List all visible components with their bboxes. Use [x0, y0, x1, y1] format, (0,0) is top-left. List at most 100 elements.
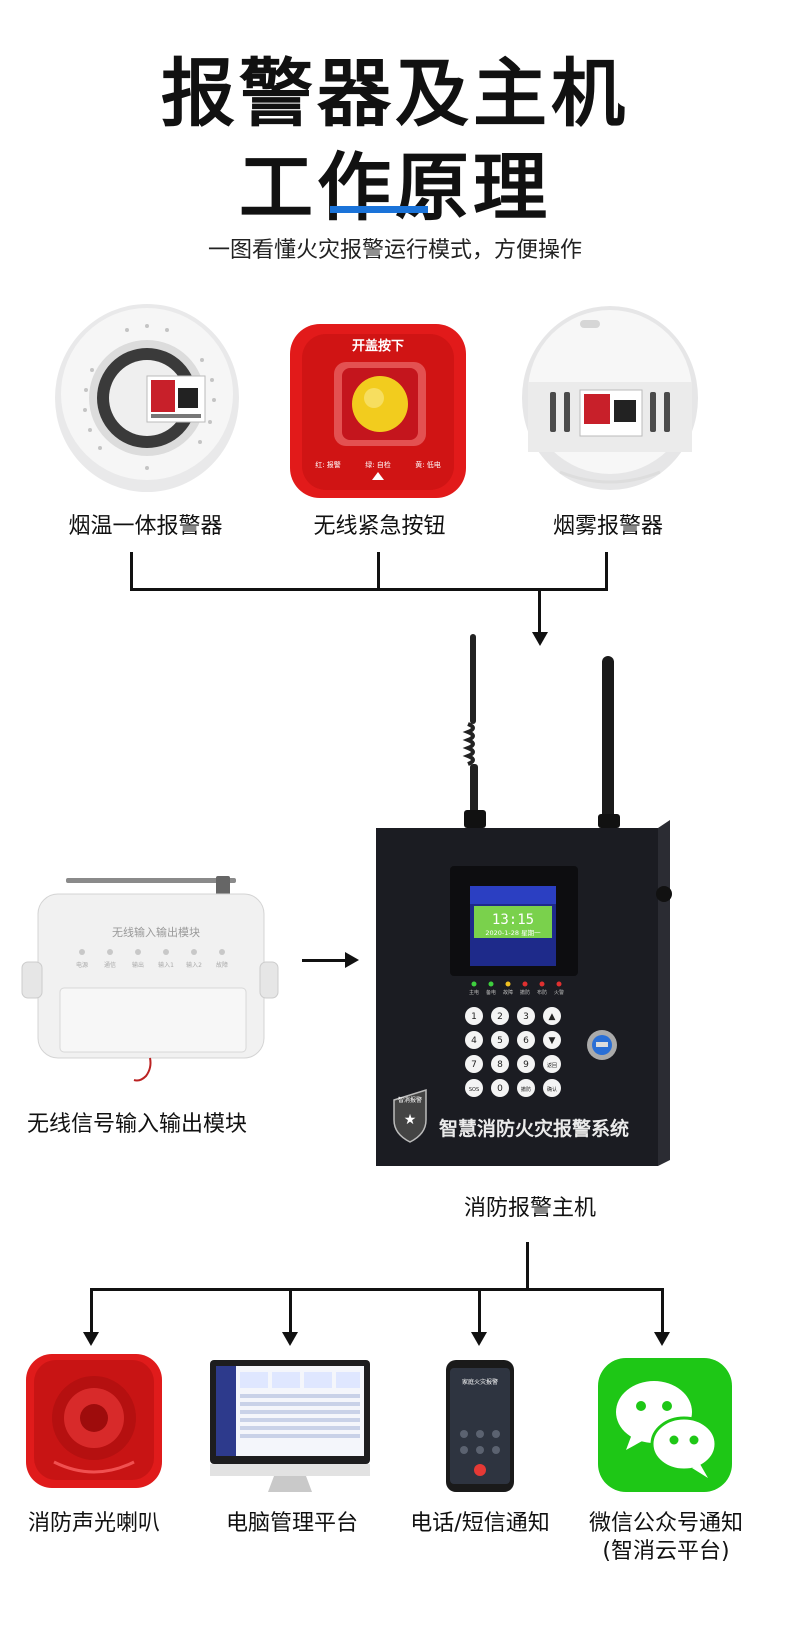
status-light: [522, 981, 528, 987]
connector-to-wechat: [661, 1288, 664, 1332]
keypad-key-label: 4: [471, 1036, 477, 1046]
keypad-key-label: SOS: [469, 1087, 479, 1093]
screen-time: 13:15: [492, 912, 534, 928]
connector-left-vertical: [130, 552, 133, 590]
connector-host-down: [526, 1242, 529, 1290]
keypad-key[interactable]: [465, 1031, 483, 1049]
keypad-key-label: 1: [471, 1012, 477, 1022]
keypad-key[interactable]: [517, 1007, 535, 1025]
keypad-key[interactable]: [517, 1079, 535, 1097]
io-led-label: 电源: [76, 961, 88, 969]
phone-image: 家庭火灾报警: [446, 1360, 514, 1492]
io-led: [219, 949, 225, 955]
status-light-label: 备电: [486, 989, 496, 996]
arrow-right-to-host: [345, 952, 359, 968]
keypad-key[interactable]: [543, 1031, 561, 1049]
keypad-key[interactable]: [543, 1055, 561, 1073]
status-light: [471, 981, 477, 987]
smoke-temp-detector-image: [55, 304, 239, 492]
page-title-line2: 工作原理: [239, 145, 551, 231]
status-light: [505, 981, 511, 987]
emergency-button-label: 无线紧急按钮: [313, 514, 446, 539]
connector-bottom-horizontal: [90, 1288, 664, 1291]
phone-label: 电话/短信通知: [410, 1511, 550, 1536]
smoke-detector-label: 烟雾报警器: [552, 514, 663, 539]
keypad-key-label: 2: [497, 1012, 503, 1022]
status-light: [556, 981, 562, 987]
keypad-key[interactable]: [491, 1055, 509, 1073]
keypad-key[interactable]: [517, 1031, 535, 1049]
smoke-temp-detector-label: 烟温一体报警器: [68, 514, 223, 539]
io-led: [191, 949, 197, 955]
button-text: 开盖按下: [352, 338, 404, 354]
status-light-label: 布防: [537, 989, 547, 996]
host-label: 消防报警主机: [463, 1196, 596, 1221]
keypad-key-label: 8: [497, 1060, 503, 1070]
wechat-label-line2: (智消云平台): [602, 1539, 730, 1564]
keypad-key-label: ▼: [549, 1036, 556, 1046]
keypad-key[interactable]: [465, 1055, 483, 1073]
emergency-button-image: 开盖按下 红: 报警 绿: 自检 黄: 低电: [290, 324, 466, 498]
connector-io-to-host: [302, 959, 346, 962]
io-module-text: 无线输入输出模块: [112, 925, 200, 939]
io-led-label: 故障: [216, 961, 228, 969]
keypad-key[interactable]: [491, 1079, 509, 1097]
screen-date: 2020-1-28 星期一: [485, 929, 541, 937]
page-title-line1: 报警器及主机: [161, 51, 629, 137]
io-led: [135, 949, 141, 955]
wechat-icon: [598, 1358, 732, 1492]
keypad-key[interactable]: [517, 1055, 535, 1073]
keypad-key[interactable]: [491, 1007, 509, 1025]
shield-text: 智消报警: [398, 1096, 422, 1104]
io-led: [163, 949, 169, 955]
keypad-key-label: 9: [523, 1060, 529, 1070]
page-subtitle: 一图看懂火灾报警运行模式，方便操作: [207, 238, 582, 263]
keypad-key-label: 确认: [547, 1086, 557, 1093]
status-light-label: 主电: [469, 989, 479, 996]
connector-down-to-host: [538, 590, 541, 632]
arrow-to-computer: [282, 1332, 298, 1346]
status-light-label: 撤防: [520, 989, 530, 996]
siren-image: [26, 1354, 162, 1488]
keypad-key-label: 7: [471, 1060, 477, 1070]
connector-to-phone: [478, 1288, 481, 1332]
wechat-label-line1: 微信公众号通知: [588, 1511, 743, 1536]
siren-label: 消防声光喇叭: [27, 1511, 160, 1536]
keypad-key[interactable]: [465, 1007, 483, 1025]
computer-label: 电脑管理平台: [225, 1511, 358, 1536]
connector-right-vertical: [605, 552, 608, 590]
arrow-down-to-host: [532, 632, 548, 646]
status-light-label: 火警: [554, 989, 564, 996]
keypad-key[interactable]: [465, 1079, 483, 1097]
arrow-to-phone: [471, 1332, 487, 1346]
smoke-detector-image: [522, 306, 698, 490]
keypad-key[interactable]: [543, 1007, 561, 1025]
io-led-label: 输入1: [158, 961, 174, 969]
io-led: [79, 949, 85, 955]
io-led-label: 输出: [132, 961, 144, 969]
title-accent-bar: [330, 206, 428, 213]
io-led-label: 输入2: [186, 961, 202, 969]
connector-mid-vertical: [377, 552, 380, 590]
status-light: [488, 981, 494, 987]
host-panel-text: 智慧消防火灾报警系统: [439, 1117, 629, 1140]
keypad-key-label: 5: [497, 1036, 503, 1046]
button-legend-green: 绿: 自检: [365, 460, 391, 469]
phone-screen-text: 家庭火灾报警: [462, 1378, 498, 1386]
connector-to-computer: [289, 1288, 292, 1332]
connector-to-siren: [90, 1288, 93, 1332]
arrow-to-wechat: [654, 1332, 670, 1346]
computer-image: [210, 1360, 370, 1492]
keypad-key-label: 返回: [547, 1062, 557, 1069]
keypad-key-label: 0: [497, 1084, 503, 1094]
status-light: [539, 981, 545, 987]
button-legend-yellow: 黄: 低电: [415, 460, 441, 469]
keypad-key-label: 3: [523, 1012, 529, 1022]
io-module-label: 无线信号输入输出模块: [26, 1112, 247, 1137]
keypad-key[interactable]: [543, 1079, 561, 1097]
arrow-to-siren: [83, 1332, 99, 1346]
keypad-key[interactable]: [491, 1031, 509, 1049]
svg-text:★: ★: [404, 1112, 417, 1128]
